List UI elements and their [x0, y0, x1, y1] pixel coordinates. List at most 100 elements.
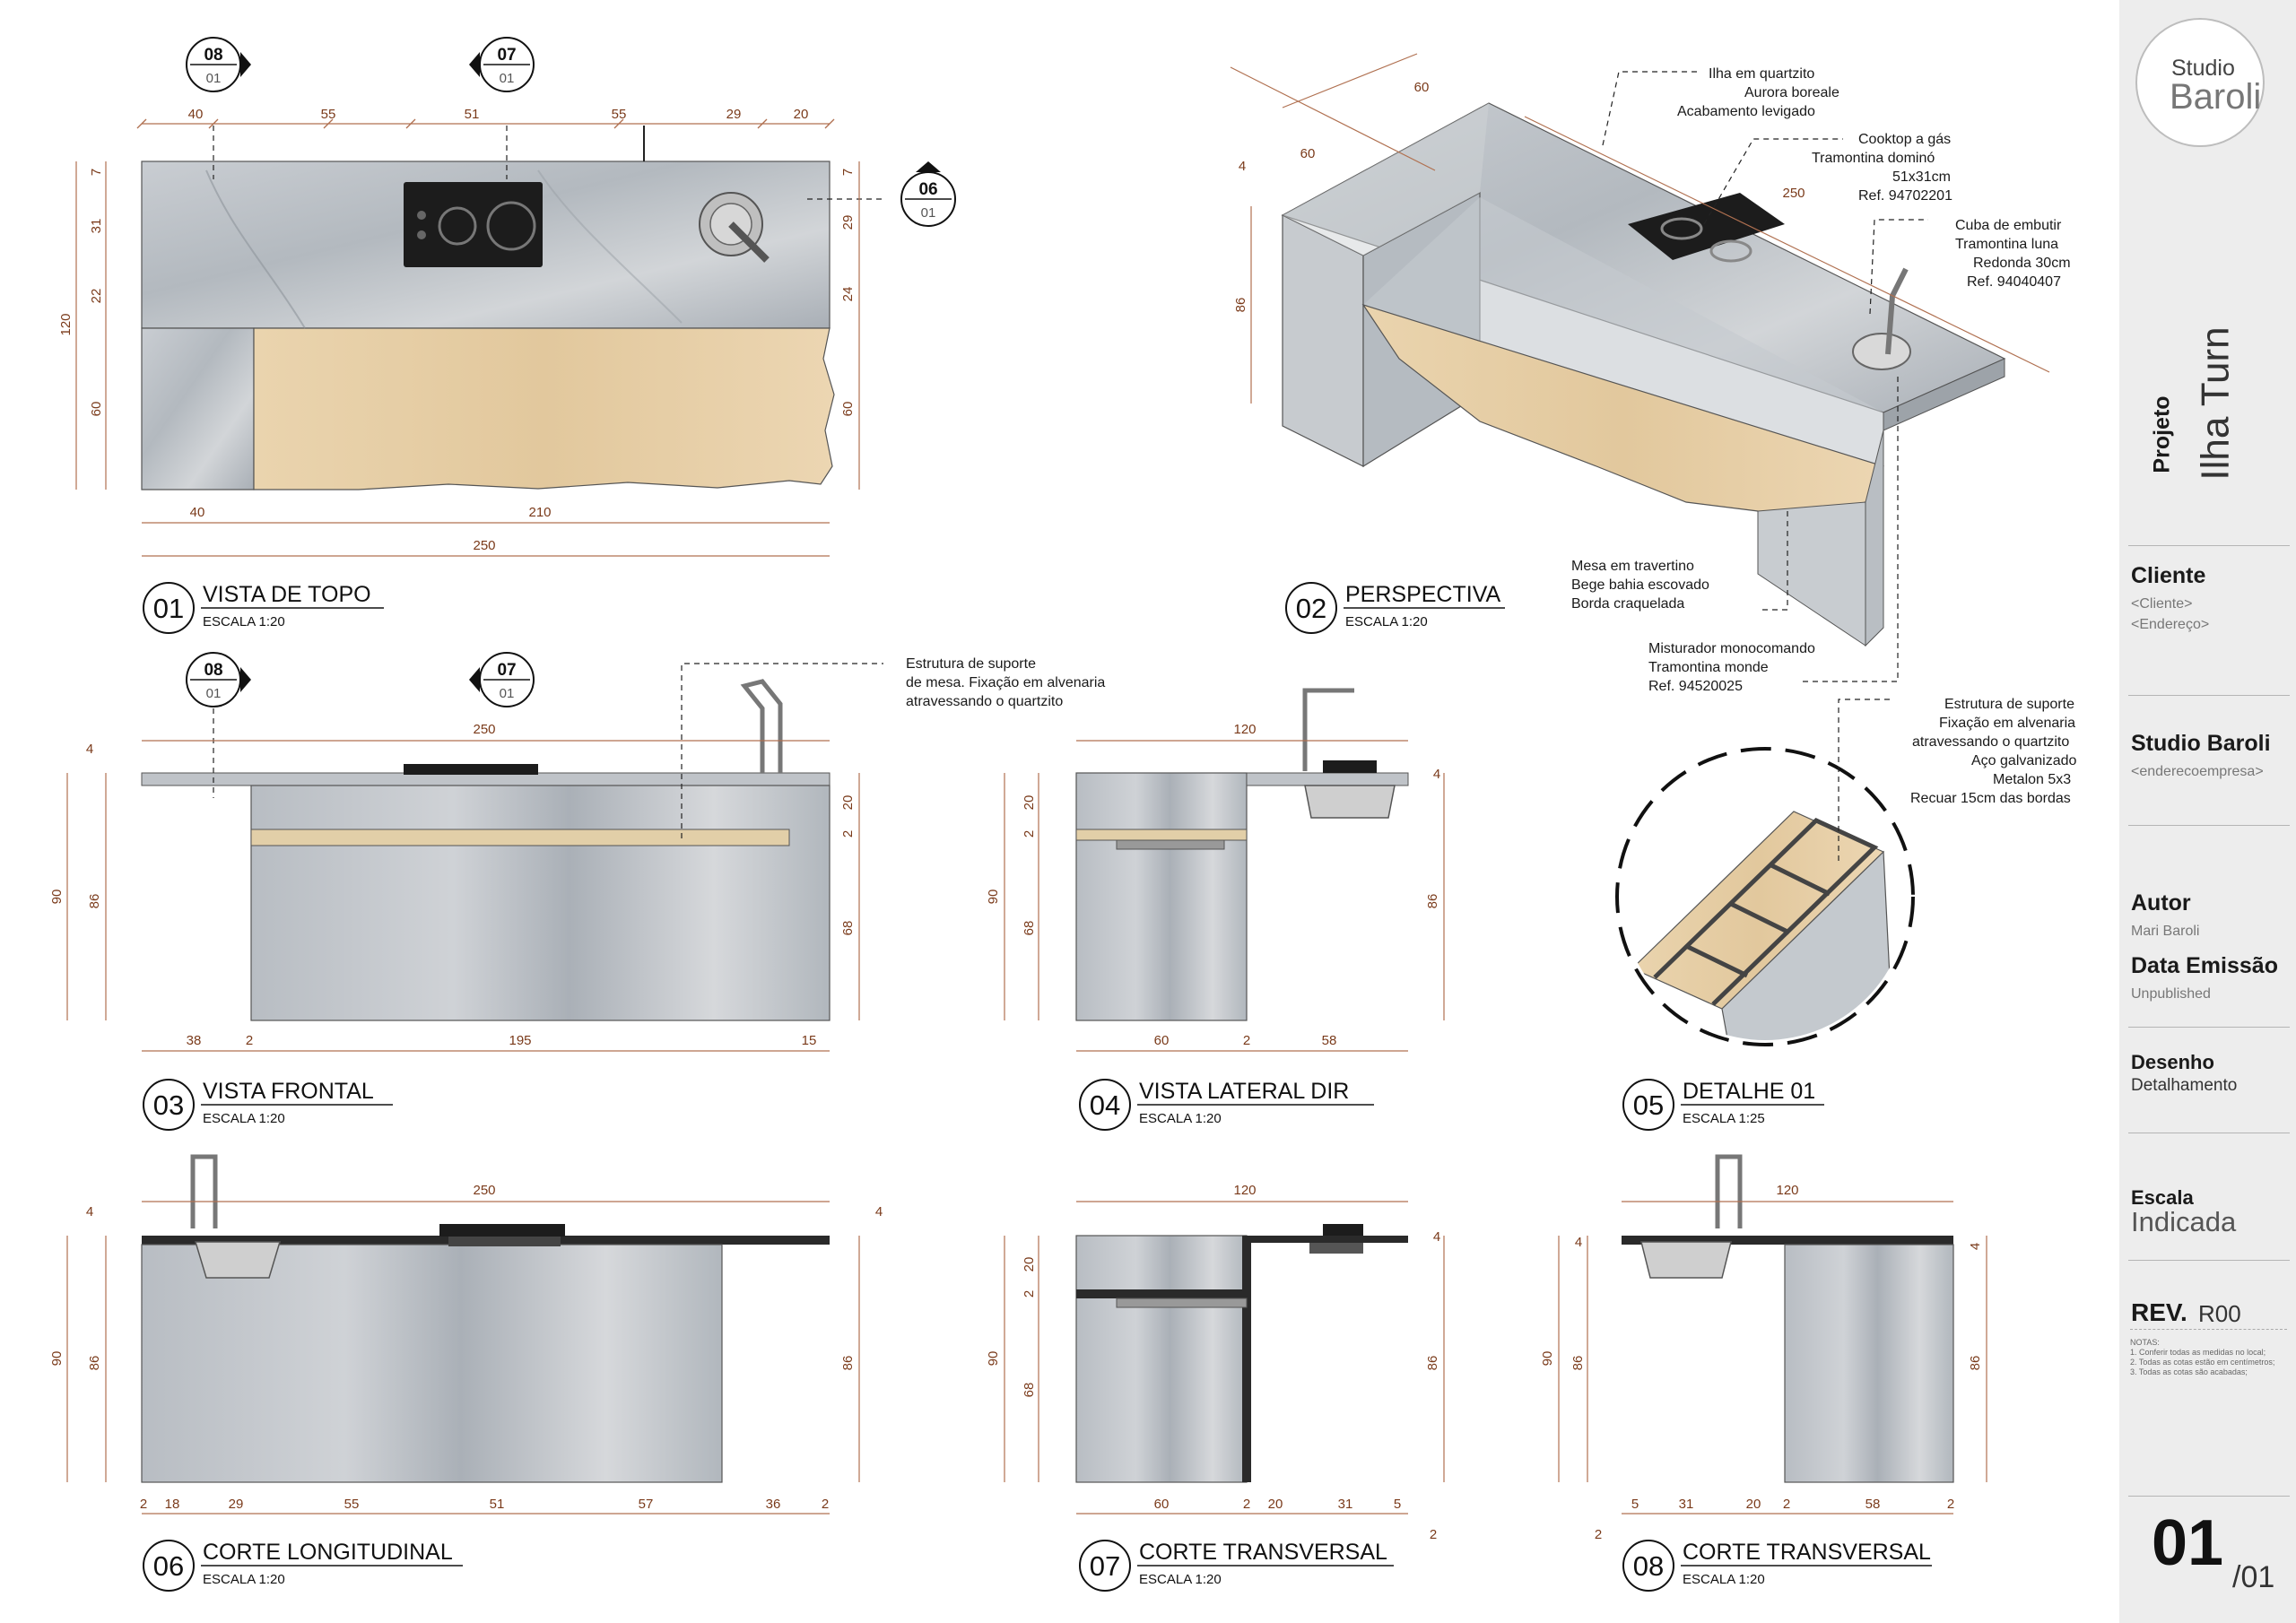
client-address: <Endereço>	[2131, 617, 2210, 632]
section-marker-06[interactable]: 06 01	[900, 161, 956, 227]
view-title: VISTA LATERAL DIR	[1139, 1079, 1349, 1104]
view-scale: ESCALA 1:20	[203, 614, 285, 629]
dim-tick	[136, 118, 147, 129]
view-04-side	[1004, 688, 1445, 1052]
dim-label: 58	[1322, 1033, 1337, 1048]
note-line: Redonda 30cm	[1973, 256, 2071, 271]
dim-label: 51	[490, 1497, 505, 1512]
dim-label: 90	[1540, 1351, 1555, 1367]
view-number: 01	[153, 593, 184, 624]
dim-label: 4	[1433, 1229, 1440, 1245]
dim-label: 120	[1233, 1183, 1256, 1198]
dim-label: 38	[187, 1033, 202, 1048]
note-line: Estrutura de suporte	[1944, 697, 2074, 712]
dim-label: 40	[190, 505, 205, 520]
marker-sheet: 01	[500, 686, 515, 701]
dim-label: 2	[246, 1033, 253, 1048]
dim-label: 2	[1022, 830, 1037, 838]
marker-sheet: 01	[921, 205, 936, 221]
view-number: 04	[1090, 1089, 1120, 1121]
dim-label: 31	[1338, 1497, 1353, 1512]
view-scale: ESCALA 1:20	[1683, 1572, 1765, 1587]
project-label: Projeto	[2149, 395, 2175, 473]
note-line: Borda craquelada	[1571, 596, 1684, 612]
dim-label: 90	[986, 1351, 1001, 1367]
marker-sheet: 01	[206, 71, 222, 86]
dim-label: 250	[473, 1183, 495, 1198]
dim-label: 4	[1239, 159, 1246, 174]
view-number: 02	[1296, 593, 1326, 624]
view-title: PERSPECTIVA	[1345, 582, 1501, 607]
dim-label: 31	[89, 219, 104, 234]
notes-block: NOTAS: 1. Conferir todas as medidas no l…	[2130, 1338, 2274, 1377]
view-number: 05	[1633, 1089, 1664, 1121]
view-number: 06	[153, 1550, 184, 1582]
marker-label: 08	[204, 46, 222, 65]
section-marker-08-top[interactable]: 08 01	[186, 37, 251, 92]
view-title: CORTE LONGITUDINAL	[203, 1540, 453, 1565]
dim-label: 2	[1595, 1527, 1602, 1542]
view-title-03: 03 VISTA FRONTAL ESCALA 1:20	[143, 1079, 393, 1131]
note-cooktop: Cooktop a gás Tramontina dominó 51x31cm …	[1812, 132, 1952, 204]
view-title-06: 06 CORTE LONGITUDINAL ESCALA 1:20	[143, 1540, 463, 1592]
rev-value: R00	[2198, 1300, 2241, 1327]
dim-label: 86	[87, 894, 102, 909]
dim-label: 86	[1233, 298, 1248, 313]
note-line: Cooktop a gás	[1858, 132, 1951, 147]
view-07-cross-section	[1004, 1201, 1445, 1515]
project-name: Ilha Turn	[2193, 326, 2238, 481]
view-scale: ESCALA 1:25	[1683, 1111, 1765, 1126]
dim-tick	[323, 118, 334, 129]
dim-label: 31	[1679, 1497, 1694, 1512]
note-line: Acabamento levigado	[1677, 104, 1815, 119]
dim-label: 2	[1022, 1290, 1037, 1298]
rev-label: REV.	[2131, 1298, 2187, 1326]
note-ilha: Ilha em quartzito Aurora boreale Acabame…	[1677, 66, 1839, 119]
note-line: Bege bahia escovado	[1571, 577, 1709, 593]
view-03-front	[66, 663, 883, 1052]
view-scale: ESCALA 1:20	[203, 1111, 285, 1126]
note-line: Estrutura de suporte	[906, 656, 1036, 672]
dim-tick	[757, 118, 768, 129]
section-marker-08-front[interactable]: 08 01	[186, 652, 251, 707]
dim-label: 29	[726, 107, 742, 122]
dim-label: 4	[875, 1204, 883, 1219]
marker-sheet: 01	[500, 71, 515, 86]
dim-label: 2	[840, 830, 856, 838]
dim-label: 250	[473, 722, 495, 737]
view-02-perspective	[1230, 53, 2050, 682]
dim-label: 2	[1430, 1527, 1437, 1542]
dim-labels: 40 55 51 55 29 20 7 31 22 120 60 7 29 24…	[49, 80, 1983, 1542]
sheet-total: /01	[2232, 1560, 2275, 1594]
view-scale: ESCALA 1:20	[1139, 1572, 1222, 1587]
dim-label: 68	[1022, 921, 1037, 936]
view-title-08: 08 CORTE TRANSVERSAL ESCALA 1:20	[1622, 1540, 1932, 1592]
dim-tick	[208, 118, 219, 129]
view-title: DETALHE 01	[1683, 1079, 1815, 1104]
dim-label: 4	[1968, 1243, 1983, 1250]
studio-logo: Studio Baroli	[2135, 18, 2265, 147]
dim-label: 20	[1268, 1497, 1283, 1512]
marker-label: 07	[497, 46, 516, 65]
view-01-top	[75, 118, 883, 557]
dim-label: 90	[986, 890, 1001, 905]
dim-label: 90	[49, 890, 65, 905]
dim-label: 120	[1233, 722, 1256, 737]
dim-label: 51	[465, 107, 480, 122]
dim-label: 86	[1425, 1356, 1440, 1371]
dim-label: 60	[1154, 1497, 1170, 1512]
dim-label: 60	[1300, 146, 1316, 161]
note-line: Recuar 15cm das bordas	[1910, 791, 2071, 806]
marker-label: 08	[204, 661, 222, 680]
dim-label: 7	[840, 169, 856, 176]
note-line: Aurora boreale	[1744, 85, 1839, 100]
dim-label: 2	[1243, 1033, 1250, 1048]
note-misturador: Misturador monocomando Tramontina monde …	[1648, 641, 1815, 694]
note-line: Ref. 94040407	[1967, 274, 2061, 290]
section-marker-07-front[interactable]: 07 01	[469, 652, 535, 707]
section-marker-07-top[interactable]: 07 01	[469, 37, 535, 92]
note-cuba: Cuba de embutir Tramontina luna Redonda …	[1955, 218, 2071, 290]
view-title-02: 02 PERSPECTIVA ESCALA 1:20	[1285, 582, 1505, 634]
author-name: Mari Baroli	[2131, 924, 2200, 939]
